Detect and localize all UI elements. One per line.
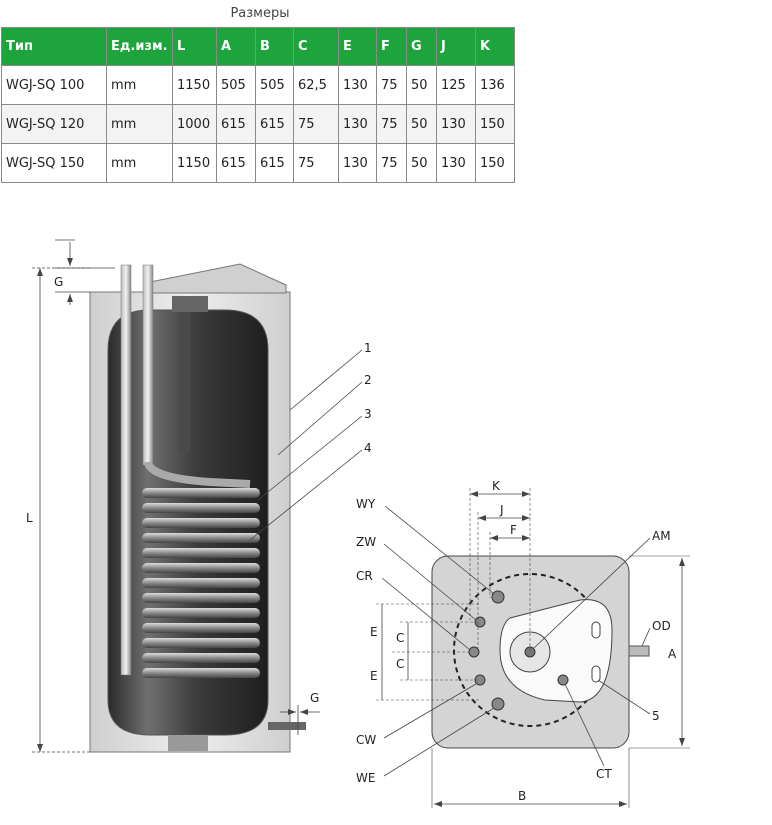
table-cell: 615 [216,143,256,183]
table-row: WGJ-SQ 150 mm 1150 615 615 75 130 75 50 … [1,143,515,183]
header-G: G [406,27,437,66]
top-view: WY ZW CR CW WE AM OD 5 CT K J F [356,479,690,808]
dim-E2-label: E [370,669,378,683]
bottom-outlet [268,722,306,730]
table-cell: 130 [338,143,377,183]
table-cell: 505 [255,65,294,105]
label-AM: AM [652,529,671,543]
label-WY: WY [356,497,376,511]
label-CT: CT [596,767,612,781]
table-cell: 615 [255,143,294,183]
dim-L-label: L [26,511,33,525]
label-CR: CR [356,569,373,583]
dim-A-label: A [668,647,677,661]
anode-rod [178,312,190,452]
table-cell: 50 [406,104,437,144]
table-cell: 505 [216,65,256,105]
heating-coil [142,488,260,678]
port-OD [628,645,650,657]
dim-K-label: K [492,479,501,493]
table-cell: 50 [406,65,437,105]
callout-2: 2 [364,373,372,387]
header-F: F [376,27,407,66]
port-AM [524,646,536,658]
table-cell: WGJ-SQ 120 [1,104,107,144]
header-K: K [475,27,515,66]
dim-E1-label: E [370,625,378,639]
table-row: WGJ-SQ 100 mm 1150 505 505 62,5 130 75 5… [1,65,515,105]
table-cell: 150 [475,143,515,183]
dim-J-label: J [499,503,504,517]
table-cell: 150 [475,104,515,144]
dimensions-table: Тип Ед.изм. L A B C E F G J K WGJ-SQ 100… [1,27,515,183]
table-cell: 130 [338,65,377,105]
callout-3: 3 [364,407,372,421]
header-E: E [338,27,377,66]
boiler-diagram: L G G 1 2 3 4 [26,239,690,808]
table-cell: mm [106,143,173,183]
label-ZW: ZW [356,535,376,549]
table-cell: WGJ-SQ 150 [1,143,107,183]
dim-C1-label: C [396,631,404,645]
slot-5 [591,665,601,683]
table-cell: 615 [216,104,256,144]
table-row: WGJ-SQ 120 mm 1000 615 615 75 130 75 50 … [1,104,515,144]
header-J: J [436,27,476,66]
dim-F-label: F [510,523,517,537]
label-CW: CW [356,733,376,747]
table-cell: 75 [293,143,339,183]
slot-top [591,621,601,639]
table-cell: 1000 [172,104,217,144]
table-cell: 75 [376,65,407,105]
table-cell: 615 [255,104,294,144]
table-cell: mm [106,104,173,144]
callout-4: 4 [364,441,372,455]
table-cell: 125 [436,65,476,105]
label-OD: OD [652,619,671,633]
table-cell: 75 [376,104,407,144]
header-C: C [293,27,339,66]
pipe-left [120,264,132,676]
label-5: 5 [652,709,660,723]
top-lid [149,263,287,294]
port-WE [491,697,505,711]
table-cell: 75 [293,104,339,144]
table-cell: 1150 [172,143,217,183]
table-header-row: Тип Ед.изм. L A B C E F G J K [1,27,515,66]
pipe-right [142,264,154,466]
pipe-bend [144,460,251,488]
port-CT [557,674,569,686]
table-cell: 136 [475,65,515,105]
header-B: B [255,27,294,66]
dim-G-top-label: G [54,275,63,289]
header-type: Тип [1,27,107,66]
table-cell: 62,5 [293,65,339,105]
table-cell: 130 [436,143,476,183]
table-cell: 75 [376,143,407,183]
header-L: L [172,27,217,66]
table-cell: 130 [436,104,476,144]
header-unit: Ед.изм. [106,27,173,66]
table-cell: mm [106,65,173,105]
callout-1: 1 [364,341,372,355]
table-cell: 1150 [172,65,217,105]
table-cell: 50 [406,143,437,183]
port-CR [468,646,480,658]
dim-C2-label: C [396,657,404,671]
port-WY [491,590,505,604]
label-WE: WE [356,771,375,785]
side-view: L G G 1 2 3 4 [26,239,372,753]
bottom-foot [168,735,208,751]
dim-G-bottom-label: G [310,691,319,705]
dim-B-label: B [518,789,526,803]
table-cell: 130 [338,104,377,144]
header-A: A [216,27,256,66]
top-connector [172,296,208,312]
table-caption: Размеры [230,6,290,21]
table-cell: WGJ-SQ 100 [1,65,107,105]
flange [499,599,613,703]
